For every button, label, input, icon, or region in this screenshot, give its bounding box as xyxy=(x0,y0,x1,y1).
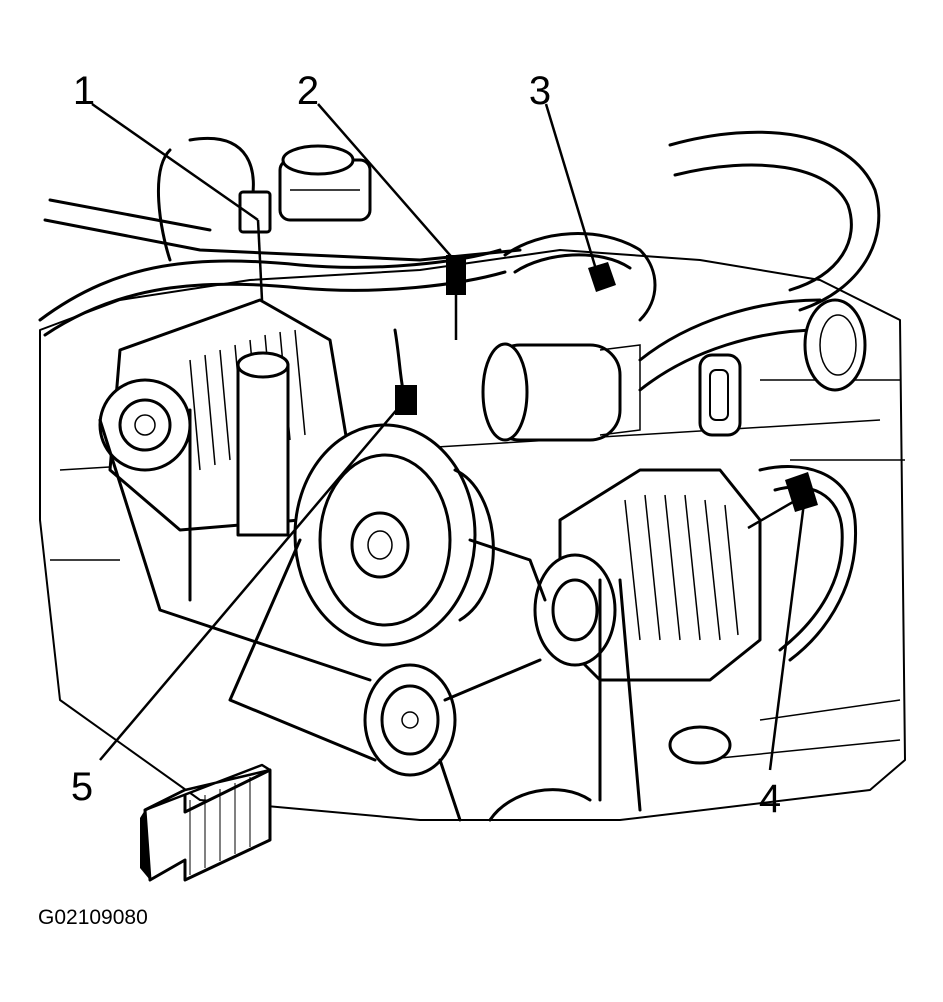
reservoir-cap xyxy=(278,144,372,222)
figure-id: G02109080 xyxy=(38,906,148,929)
canister xyxy=(481,342,641,442)
leader-1 xyxy=(91,102,259,222)
leader-5 xyxy=(99,399,406,761)
leader-4 xyxy=(768,494,807,771)
leader-3 xyxy=(544,103,600,277)
connectors xyxy=(238,190,818,512)
callout-2: 2 xyxy=(297,69,319,113)
ac-compressor-pulley xyxy=(293,423,495,647)
leader-lines xyxy=(91,102,807,771)
callout-4: 4 xyxy=(759,777,781,821)
crank-pulley xyxy=(488,725,732,822)
idler-pulley xyxy=(363,663,457,777)
generator xyxy=(533,468,762,682)
radiator-hose xyxy=(638,130,881,392)
callout-3: 3 xyxy=(529,69,551,113)
drive-belt xyxy=(98,408,642,822)
front-view-arrow-icon xyxy=(140,763,272,882)
callout-1: 1 xyxy=(73,69,95,113)
callout-5: 5 xyxy=(71,765,93,809)
leader-2 xyxy=(317,103,457,263)
coolant-pipe xyxy=(236,351,290,537)
